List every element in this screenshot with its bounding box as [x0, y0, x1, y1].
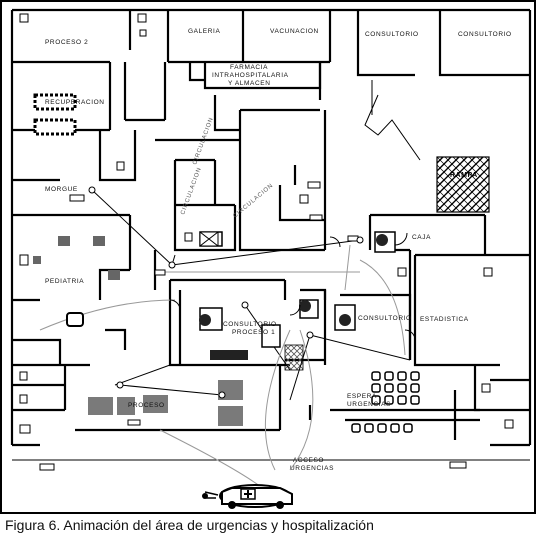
figure-caption: Figura 6. Animación del área de urgencia…	[5, 517, 374, 533]
movement-paths	[39, 189, 411, 491]
label-pediatria: PEDIATRIA	[45, 278, 84, 285]
label-espera-1: ESPERA	[347, 393, 377, 400]
label-farmacia-1: FARMACIA	[230, 64, 268, 71]
label-consultorio-2: CONSULTORIO	[458, 31, 512, 38]
label-estadistica: ESTADISTICA	[420, 316, 469, 323]
pediatria-beds	[33, 236, 120, 327]
label-proceso2: PROCESO 2	[45, 39, 88, 46]
label-consultorio-1: CONSULTORIO	[365, 31, 419, 38]
waiting-chairs	[351, 371, 420, 433]
label-morgue: MORGUE	[45, 186, 78, 193]
label-caja: CAJA	[412, 234, 431, 241]
doors	[169, 232, 416, 341]
label-consultorio-3: CONSULTORIO	[358, 315, 412, 322]
label-farmacia-3: Y ALMACEN	[228, 80, 271, 87]
fixtures	[39, 194, 467, 471]
label-proceso-bottom: PROCESO	[128, 402, 165, 409]
label-galeria: GALERIA	[188, 28, 220, 35]
label-acceso-1: ACCESO	[293, 457, 324, 464]
entrance-path	[364, 94, 421, 161]
consultorio-equipment	[199, 231, 396, 360]
label-farmacia-2: INTRAHOSPITALARIA	[212, 72, 289, 79]
label-recuperacion: RECUPERACION	[45, 99, 105, 106]
toilets	[19, 13, 514, 434]
label-consultorio-proceso-1b: PROCESO 1	[232, 329, 275, 336]
ambulance	[202, 484, 293, 509]
rampa-hatch	[436, 156, 490, 213]
label-espera-2: URGENCIAS	[347, 401, 391, 408]
left-wing-walls	[12, 130, 282, 432]
path-nodes	[88, 186, 364, 399]
proceso-beds	[88, 380, 243, 426]
farmacia-walls	[155, 62, 327, 252]
central-walls	[168, 165, 530, 440]
top-row-walls	[10, 8, 532, 445]
recovery-beds	[33, 93, 77, 136]
label-consultorio-proceso-1a: CONSULTORIO	[223, 321, 277, 328]
label-acceso-2: URGENCIAS	[290, 465, 334, 472]
label-rampa: RAMPA	[450, 172, 478, 179]
label-vacunacion: VACUNACION	[270, 28, 319, 35]
